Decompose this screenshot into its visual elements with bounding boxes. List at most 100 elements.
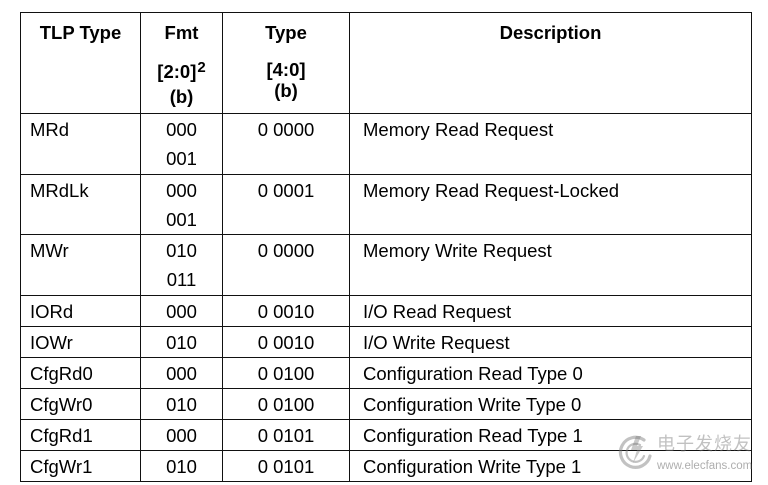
cell-content: Memory Write Request xyxy=(351,236,751,266)
header-cell-content: Type [4:0] (b) xyxy=(224,14,349,103)
cell-content: I/O Read Request xyxy=(351,297,751,326)
cell-content: 000 001 xyxy=(142,115,222,174)
cell-content: 010 011 xyxy=(142,236,222,295)
tlp-type-cell: MRd xyxy=(20,113,141,175)
header-fmt-footnote: 2 xyxy=(197,59,206,76)
cell-content: IOWr xyxy=(22,328,140,357)
fmt-cell: 010 xyxy=(140,326,223,358)
tlp-type-value: IORd xyxy=(30,301,74,322)
cell-content: Memory Read Request xyxy=(351,115,751,145)
type-cell: 0 0101 xyxy=(222,450,350,482)
description-cell: Configuration Read Type 0 xyxy=(349,357,752,389)
table-header-type: Type [4:0] (b) xyxy=(222,12,350,114)
description-value: Configuration Read Type 1 xyxy=(363,425,583,446)
fmt-cell: 000 001 xyxy=(140,113,223,175)
cell-content: 000 xyxy=(142,421,222,450)
fmt-value: 000 xyxy=(166,180,197,201)
cell-content: Configuration Read Type 0 xyxy=(351,359,751,388)
tlp-type-cell: MWr xyxy=(20,234,141,296)
fmt-value: 010 xyxy=(166,240,197,261)
cell-content: CfgRd1 xyxy=(22,421,140,450)
header-type-title: Type xyxy=(265,22,307,43)
fmt-value: 000 xyxy=(166,119,197,140)
cell-content: Configuration Read Type 1 xyxy=(351,421,751,450)
tlp-type-table: TLP Type Fmt [2:0]2 (b) Type [4:0] (b) xyxy=(20,12,752,482)
header-fmt-bits: [2:0] xyxy=(157,61,197,82)
cell-content: 0 0101 xyxy=(224,452,349,481)
cell-content: Configuration Write Type 0 xyxy=(351,390,751,419)
fmt-value: 000 xyxy=(166,425,197,446)
tlp-type-value: CfgRd0 xyxy=(30,363,93,384)
fmt-cell: 010 xyxy=(140,388,223,420)
description-cell: Configuration Write Type 0 xyxy=(349,388,752,420)
table-header-tlp-type: TLP Type xyxy=(20,12,141,114)
description-value: Configuration Write Type 0 xyxy=(363,394,582,415)
description-cell: Memory Write Request xyxy=(349,234,752,296)
description-value: Configuration Read Type 0 xyxy=(363,363,583,384)
cell-content: MRdLk xyxy=(22,176,140,206)
fmt-value: 010 xyxy=(166,332,197,353)
description-value: Configuration Write Type 1 xyxy=(363,456,582,477)
table-row: IORd 000 0 0010 I/O Read Request xyxy=(20,295,752,327)
description-cell: I/O Write Request xyxy=(349,326,752,358)
table-header-description: Description xyxy=(349,12,752,114)
cell-content: 010 xyxy=(142,390,222,419)
type-cell: 0 0000 xyxy=(222,113,350,175)
type-value: 0 0000 xyxy=(257,240,315,261)
cell-content: MRd xyxy=(22,115,140,145)
tlp-type-value: CfgWr1 xyxy=(30,456,93,477)
cell-content: 0 0000 xyxy=(224,115,349,145)
header-description-label: Description xyxy=(499,22,602,43)
description-cell: Configuration Write Type 1 xyxy=(349,450,752,482)
description-cell: Memory Read Request-Locked xyxy=(349,174,752,235)
type-cell: 0 0100 xyxy=(222,357,350,389)
tlp-type-cell: CfgWr0 xyxy=(20,388,141,420)
cell-content: CfgWr1 xyxy=(22,452,140,481)
cell-content: CfgRd0 xyxy=(22,359,140,388)
description-cell: I/O Read Request xyxy=(349,295,752,327)
tlp-type-value: CfgRd1 xyxy=(30,425,93,446)
header-type-bits: [4:0] xyxy=(266,59,306,80)
table-row: CfgWr1 010 0 0101 Configuration Write Ty… xyxy=(20,450,752,482)
header-cell-content: TLP Type xyxy=(22,14,140,45)
fmt-value: 001 xyxy=(166,209,197,230)
fmt-cell: 000 xyxy=(140,357,223,389)
fmt-cell: 000 xyxy=(140,295,223,327)
fmt-value: 010 xyxy=(166,394,197,415)
table-row: MWr 010 011 0 0000 Memory Write Request xyxy=(20,234,752,296)
fmt-cell: 000 xyxy=(140,419,223,451)
cell-content: 010 xyxy=(142,328,222,357)
fmt-value: 001 xyxy=(166,148,197,169)
type-value: 0 0010 xyxy=(257,301,315,322)
header-fmt-bits-line: [2:0]2 xyxy=(142,59,222,83)
description-value: Memory Write Request xyxy=(363,240,552,261)
fmt-value: 010 xyxy=(166,456,197,477)
fmt-value: 000 xyxy=(166,363,197,384)
tlp-type-value: MWr xyxy=(30,240,69,261)
tlp-type-value: IOWr xyxy=(30,332,73,353)
cell-content: IORd xyxy=(22,297,140,326)
description-value: Memory Read Request-Locked xyxy=(363,180,620,201)
tlp-type-cell: IORd xyxy=(20,295,141,327)
cell-content: 0 0100 xyxy=(224,390,349,419)
type-cell: 0 0101 xyxy=(222,419,350,451)
table-row: CfgWr0 010 0 0100 Configuration Write Ty… xyxy=(20,388,752,420)
cell-content: 0 0010 xyxy=(224,328,349,357)
cell-content: 0 0010 xyxy=(224,297,349,326)
fmt-cell: 010 xyxy=(140,450,223,482)
cell-content: 000 xyxy=(142,297,222,326)
type-cell: 0 0010 xyxy=(222,295,350,327)
tlp-type-cell: CfgWr1 xyxy=(20,450,141,482)
type-value: 0 0000 xyxy=(257,119,315,140)
table-row: CfgRd1 000 0 0101 Configuration Read Typ… xyxy=(20,419,752,451)
description-value: I/O Write Request xyxy=(363,332,510,353)
description-cell: Memory Read Request xyxy=(349,113,752,175)
fmt-cell: 000 001 xyxy=(140,174,223,235)
description-value: I/O Read Request xyxy=(363,301,512,322)
header-fmt-unit: (b) xyxy=(169,86,194,107)
table-row: IOWr 010 0 0010 I/O Write Request xyxy=(20,326,752,358)
header-cell-content: Fmt [2:0]2 (b) xyxy=(142,14,222,109)
description-cell: Configuration Read Type 1 xyxy=(349,419,752,451)
table-row: MRd 000 001 0 0000 Memory Read Request xyxy=(20,113,752,175)
type-value: 0 0101 xyxy=(257,456,315,477)
